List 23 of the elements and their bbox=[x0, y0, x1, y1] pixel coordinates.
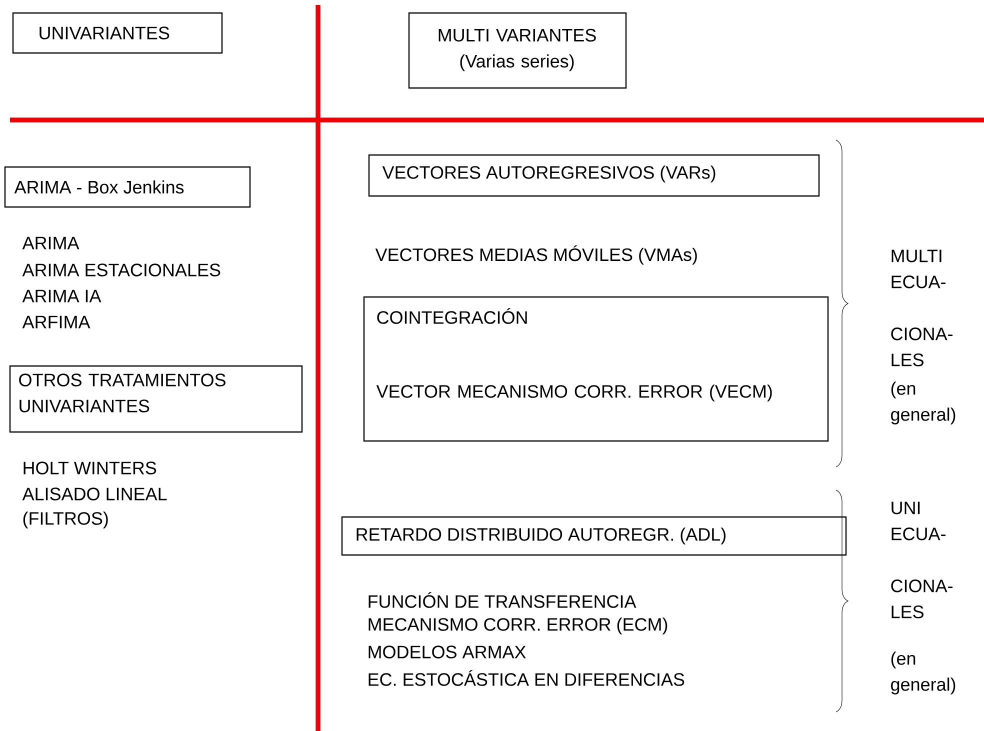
label: MODELOS ARMAX bbox=[368, 646, 526, 658]
text-box: MULTI VARIANTES (Varias series) bbox=[408, 12, 627, 89]
label: HOLT WINTERS bbox=[24, 462, 156, 474]
label: UNI ECUA- CIONA- LES bbox=[891, 502, 952, 618]
text-box: OTROS TRATAMIENTOS UNIVARIANTES bbox=[9, 365, 303, 433]
text-box: UNIVARIANTES bbox=[12, 12, 223, 54]
text-box: ARIMA - Box Jenkins bbox=[4, 166, 251, 208]
label: ARIMA bbox=[22, 236, 80, 250]
text-box: COINTEGRACIÓN VECTOR MECANISMO CORR. ERROR (VECM) bbox=[363, 296, 829, 442]
text-box: RETARDO DISTRIBUIDO AUTOREGR. (ADL) bbox=[341, 516, 847, 556]
label: (en general) bbox=[891, 382, 956, 424]
label: ALISADO LINEAL bbox=[22, 488, 167, 500]
text-box: VECTORES AUTOREGRESIVOS (VARs) bbox=[368, 154, 820, 197]
label: ARFIMA bbox=[22, 316, 90, 328]
label: (FILTROS) bbox=[23, 512, 108, 528]
label: FUNCIÓN DE TRANSFERENCIA bbox=[368, 592, 636, 608]
label: MECANISMO CORR. ERROR (ECM) bbox=[368, 618, 668, 634]
label: ARIMA ESTACIONALES bbox=[22, 264, 220, 276]
label: EC. ESTOCÁSTICA EN DIFERENCIAS bbox=[368, 670, 684, 686]
label: VECTORES MEDIAS MÓVILES (VMAs) bbox=[375, 245, 697, 265]
label: ARIMA IA bbox=[22, 290, 102, 302]
label: (en general) bbox=[891, 652, 956, 694]
label: MULTI ECUA- CIONA- LES bbox=[891, 250, 952, 366]
